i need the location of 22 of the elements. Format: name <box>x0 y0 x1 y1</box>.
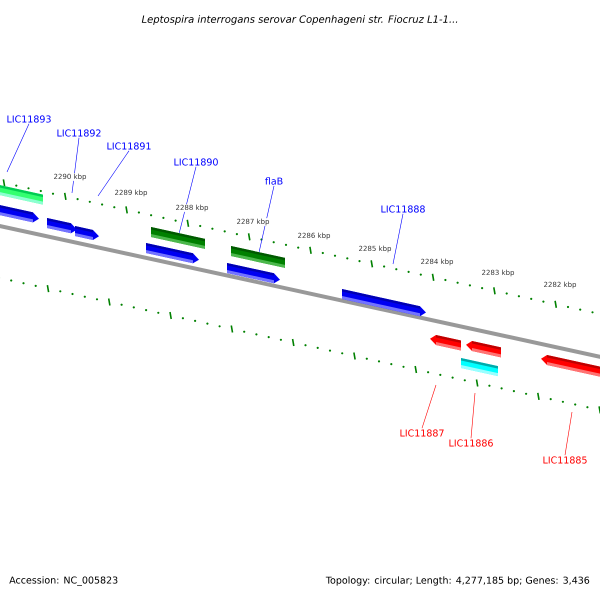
gene-feature <box>151 227 205 249</box>
gene-label: LIC11886 <box>449 439 493 447</box>
gene-label: flaB <box>265 177 282 185</box>
leader-line <box>470 392 476 439</box>
gene-label: LIC11892 <box>57 129 101 137</box>
gene-label: LIC11891 <box>107 142 151 150</box>
gene-label: LIC11888 <box>381 205 425 213</box>
gene-label: LIC11893 <box>7 115 51 123</box>
leader-line <box>392 214 404 264</box>
title: Leptospira interrogans serovar Copenhageni str. Fiocruz L1-1... <box>142 15 458 25</box>
footer-text: Topology: circular; Length: 4,277,185 bp; Genes: 3,436 <box>326 576 590 586</box>
gene-label: LIC11887 <box>400 429 444 437</box>
leader-line <box>6 124 30 172</box>
leader-line <box>564 412 572 456</box>
gene-label: LIC11890 <box>174 158 218 166</box>
gene-label: LIC11885 <box>543 456 587 464</box>
leader-line <box>178 166 196 234</box>
leader-line <box>98 150 130 196</box>
leader-line <box>422 384 436 428</box>
gene-feature <box>231 246 285 268</box>
footer-text: Accession: NC_005823 <box>9 576 118 586</box>
leader-line <box>258 186 274 252</box>
